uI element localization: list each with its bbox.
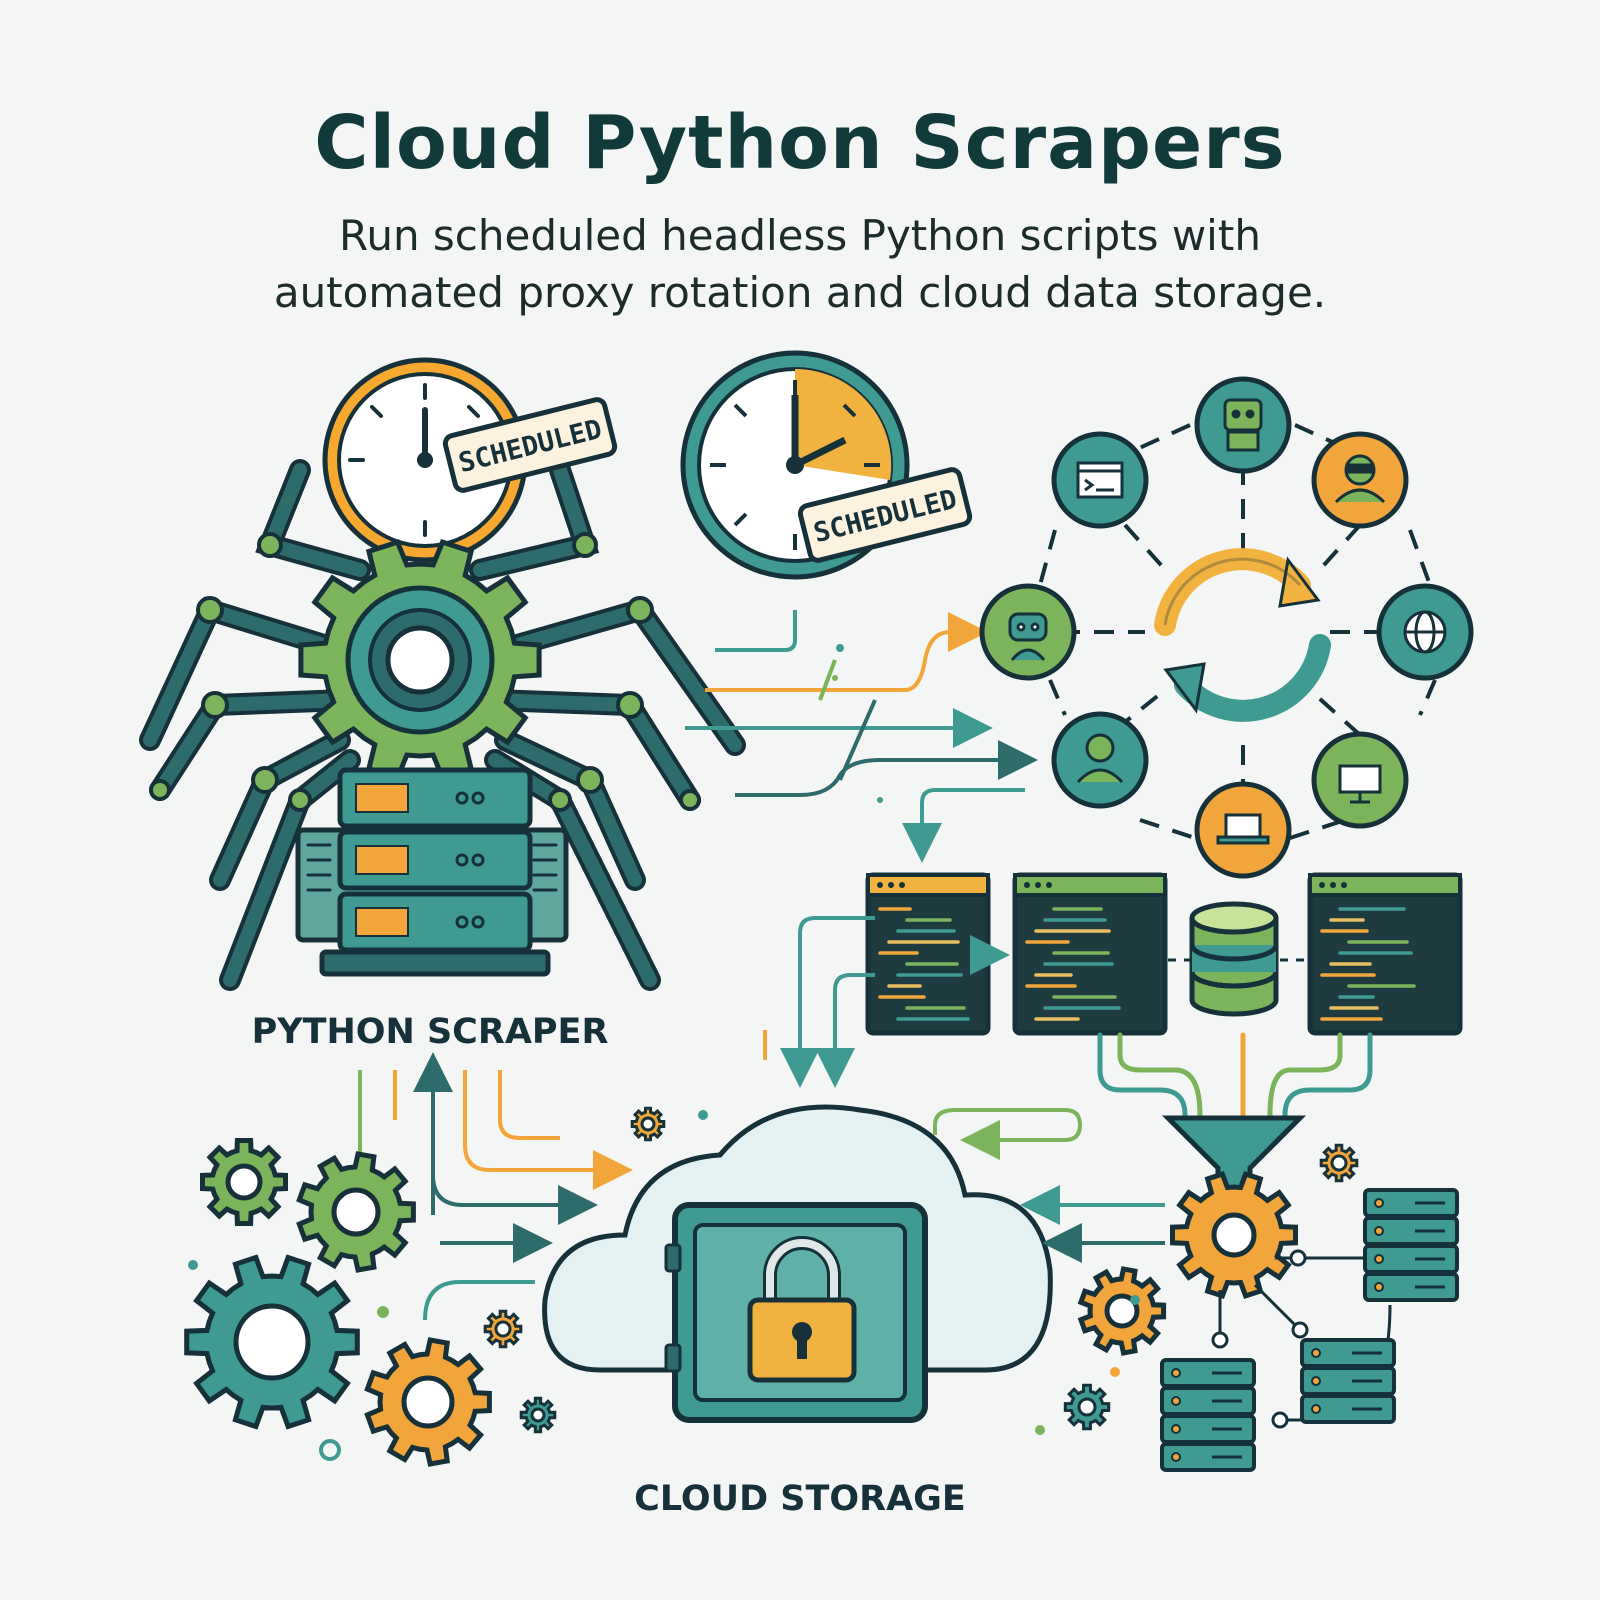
code-panel-3 [1307, 872, 1463, 1036]
data-flow-arrows [685, 610, 1038, 803]
code-panel-2 [1012, 872, 1168, 1036]
server-rack-bottom [1160, 1358, 1256, 1472]
code-panel-1 [865, 872, 991, 1036]
subtitle-line-1: Run scheduled headless Python scripts wi… [339, 211, 1261, 260]
gear-green-small-icon [200, 1138, 288, 1226]
page-subtitle: Run scheduled headless Python scripts wi… [0, 207, 1600, 321]
page-title: Cloud Python Scrapers [314, 100, 1286, 186]
data-funnel-icon [1161, 1115, 1307, 1198]
gear-tiny-orange-2-icon [483, 1309, 523, 1349]
schedule-clock-icon: SCHEDULED [680, 350, 973, 580]
server-rack-middle [1300, 1338, 1396, 1424]
gear-tiny-orange-icon [630, 1106, 666, 1142]
scheduled-tag-2: SCHEDULED [797, 467, 973, 563]
gear-tiny-teal-icon [519, 1396, 557, 1434]
gear-tiny-orange-3-icon [1319, 1143, 1359, 1183]
subtitle-line-2: automated proxy rotation and cloud data … [273, 268, 1327, 317]
gear-green-medium-icon [296, 1151, 416, 1273]
storage-label: CLOUD STORAGE [634, 1479, 966, 1519]
proxy-rotation-network [979, 376, 1474, 879]
scraper-server-units [319, 767, 551, 977]
scraper-label: PYTHON SCRAPER [252, 1012, 609, 1052]
storage-server-racks [1160, 1188, 1459, 1472]
server-rack-right [1363, 1188, 1459, 1302]
python-script-panels [865, 872, 1463, 1036]
gear-tiny-teal-2-icon [1063, 1383, 1111, 1431]
gear-orange-right-icon [1077, 1266, 1167, 1356]
gear-cluster-icon [184, 1106, 1359, 1467]
scraper-spider-icon: SCHEDULED [139, 357, 746, 991]
database-icon [1189, 901, 1279, 1017]
cloud-storage-icon [542, 1104, 1053, 1423]
gear-orange-icon [364, 1337, 492, 1467]
gear-teal-large-icon [184, 1254, 360, 1430]
